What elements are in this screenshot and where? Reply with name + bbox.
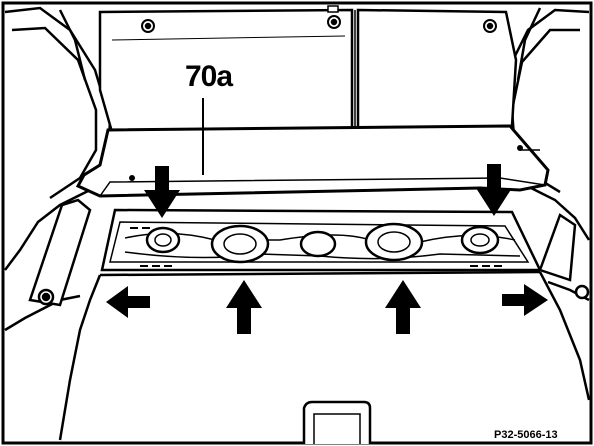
rear-seat-backrest bbox=[98, 5, 518, 134]
arrow-up-right-icon bbox=[385, 280, 421, 334]
cross-member-70a bbox=[75, 124, 550, 198]
callout-label: 70a bbox=[185, 60, 233, 93]
bracket-dashes bbox=[130, 227, 502, 271]
floor-handle bbox=[302, 400, 372, 444]
arrow-right-icon bbox=[502, 284, 548, 316]
arrow-up-left-icon bbox=[226, 280, 262, 334]
right-sill bbox=[538, 213, 590, 300]
left-sill bbox=[28, 198, 92, 307]
arrow-down-left-icon bbox=[144, 166, 180, 218]
figure-reference: P32-5066-13 bbox=[494, 429, 558, 441]
cargo-floor bbox=[58, 270, 591, 441]
bracket-holes bbox=[145, 222, 500, 264]
arrow-left-icon bbox=[106, 286, 150, 318]
arrow-down-right-icon bbox=[476, 164, 512, 216]
